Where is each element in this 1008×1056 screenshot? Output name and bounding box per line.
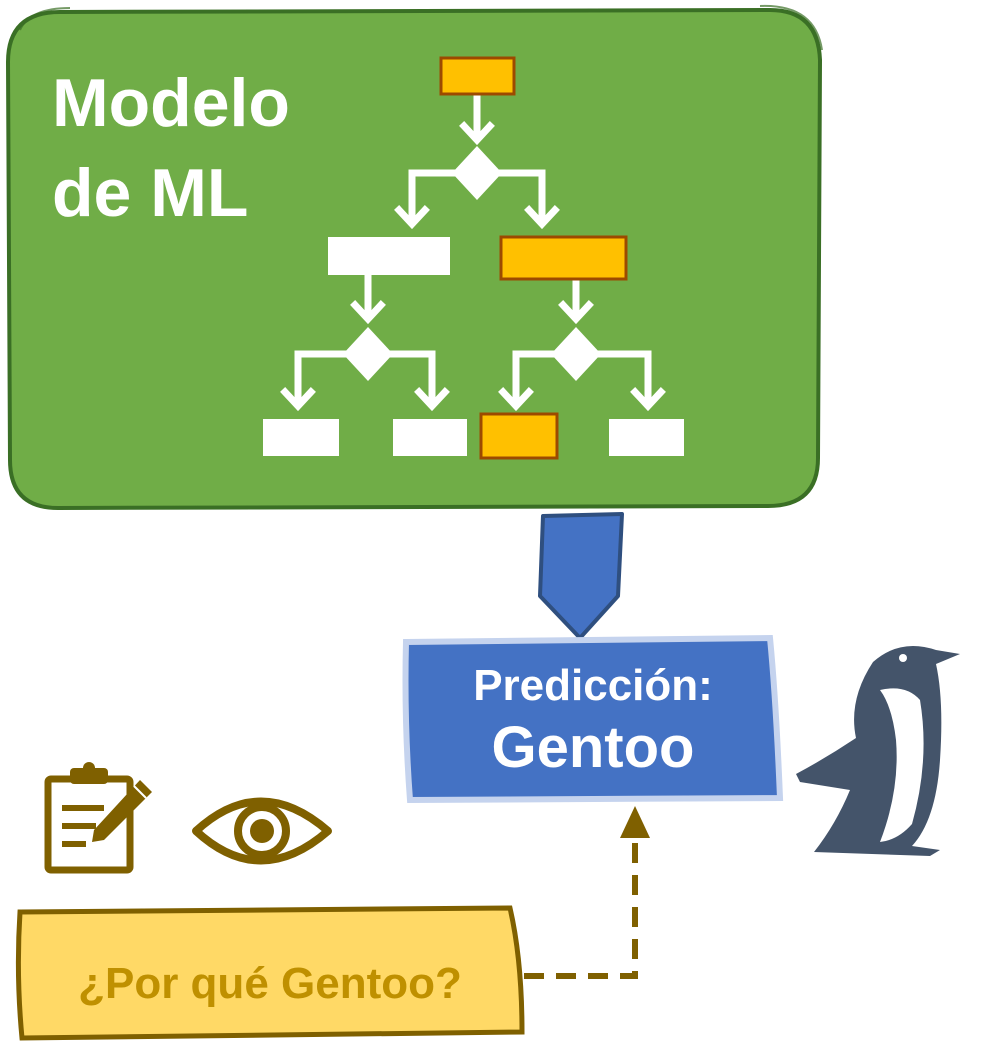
tree-node-right-highlight — [499, 235, 628, 281]
tree-decision-node — [452, 146, 502, 200]
prediction-box — [402, 634, 784, 804]
prediction-line2: Gentoo — [491, 715, 695, 780]
decision-tree — [280, 90, 666, 412]
eye-icon — [192, 797, 332, 865]
model-title: Modelo de ML — [52, 58, 290, 238]
tree-leaf-highlight — [479, 412, 559, 460]
model-title-line2: de ML — [52, 155, 249, 231]
penguin-icon — [796, 646, 960, 856]
prediction-line1: Predicción: — [473, 661, 713, 710]
dashed-connector-arrow — [524, 806, 650, 979]
question-box — [15, 905, 525, 1041]
question-text: ¿Por qué Gentoo? — [78, 959, 462, 1008]
tree-leaf — [393, 419, 467, 456]
tree-leaf — [263, 419, 339, 456]
prediction-label: Predicción: Gentoo — [408, 660, 778, 784]
tree-leaf — [609, 419, 684, 456]
tree-decision-node — [551, 327, 601, 381]
model-title-line1: Modelo — [52, 65, 290, 141]
tree-node-left — [328, 237, 450, 275]
tree-root-node — [439, 56, 516, 96]
tree-decision-node — [343, 327, 393, 381]
down-arrow — [538, 512, 624, 640]
clipboard-pencil-icon — [44, 762, 152, 874]
